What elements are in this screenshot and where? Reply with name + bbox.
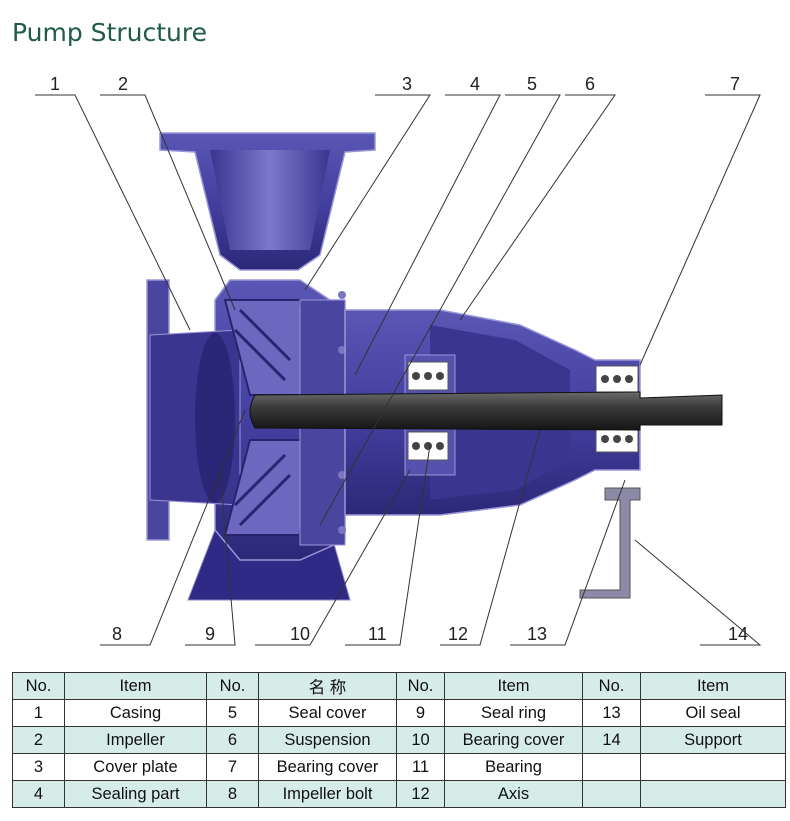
header-cell: No. bbox=[582, 672, 641, 700]
table-cell: 2 bbox=[12, 726, 65, 754]
table-cell: Casing bbox=[64, 699, 207, 727]
table-cell: 8 bbox=[206, 780, 259, 808]
callout-14: 14 bbox=[728, 624, 748, 644]
table-cell: Impeller bbox=[64, 726, 207, 754]
header-cell: Item bbox=[64, 672, 207, 700]
table-cell: Cover plate bbox=[64, 753, 207, 781]
table-cell: 9 bbox=[396, 699, 445, 727]
table-cell: 5 bbox=[206, 699, 259, 727]
header-cell: 名 称 bbox=[258, 672, 397, 700]
callout-9: 9 bbox=[205, 624, 215, 644]
table-cell: Bearing bbox=[444, 753, 583, 781]
parts-table: No. Item No. 名 称 No. Item No. Item 1 Cas… bbox=[12, 672, 786, 808]
table-cell: Oil seal bbox=[640, 699, 786, 727]
table-cell: Bearing cover bbox=[444, 726, 583, 754]
table-cell: 14 bbox=[582, 726, 641, 754]
table-header-row: No. Item No. 名 称 No. Item No. Item bbox=[12, 672, 786, 700]
table-row: 4 Sealing part 8 Impeller bolt 12 Axis bbox=[12, 780, 786, 808]
table-cell: 10 bbox=[396, 726, 445, 754]
table-cell: Bearing cover bbox=[258, 753, 397, 781]
table-cell: Seal cover bbox=[258, 699, 397, 727]
callout-10: 10 bbox=[290, 624, 310, 644]
callout-3: 3 bbox=[402, 74, 412, 94]
header-cell: No. bbox=[396, 672, 445, 700]
table-cell: 3 bbox=[12, 753, 65, 781]
table-cell: Sealing part bbox=[64, 780, 207, 808]
table-cell bbox=[640, 780, 786, 808]
callout-11: 11 bbox=[368, 624, 387, 644]
page-title: Pump Structure bbox=[12, 18, 207, 47]
callout-4: 4 bbox=[470, 74, 480, 94]
callout-13: 13 bbox=[527, 624, 547, 644]
callout-5: 5 bbox=[527, 74, 537, 94]
support-bracket bbox=[579, 487, 641, 599]
callout-1: 1 bbox=[50, 74, 60, 94]
table-cell: Support bbox=[640, 726, 786, 754]
table-row: 2 Impeller 6 Suspension 10 Bearing cover… bbox=[12, 726, 786, 754]
table-cell bbox=[582, 780, 641, 808]
table-cell bbox=[640, 753, 786, 781]
table-cell: Impeller bolt bbox=[258, 780, 397, 808]
callout-2: 2 bbox=[118, 74, 128, 94]
table-cell: 12 bbox=[396, 780, 445, 808]
table-cell: Suspension bbox=[258, 726, 397, 754]
table-cell: 4 bbox=[12, 780, 65, 808]
shaft bbox=[249, 391, 723, 431]
table-cell: 6 bbox=[206, 726, 259, 754]
header-cell: Item bbox=[640, 672, 786, 700]
callout-6: 6 bbox=[585, 74, 595, 94]
callout-7: 7 bbox=[730, 74, 740, 94]
header-cell: No. bbox=[206, 672, 259, 700]
header-cell: No. bbox=[12, 672, 65, 700]
callout-8: 8 bbox=[112, 624, 122, 644]
table-row: 1 Casing 5 Seal cover 9 Seal ring 13 Oil… bbox=[12, 699, 786, 727]
table-cell: 1 bbox=[12, 699, 65, 727]
table-cell: 11 bbox=[396, 753, 445, 781]
table-cell bbox=[582, 753, 641, 781]
table-cell: 13 bbox=[582, 699, 641, 727]
pump-cross-section-diagram: 1 2 3 4 5 6 7 8 9 10 11 12 13 14 bbox=[35, 74, 762, 646]
leader-lines bbox=[35, 94, 762, 646]
table-cell: 7 bbox=[206, 753, 259, 781]
table-cell: Axis bbox=[444, 780, 583, 808]
header-cell: Item bbox=[444, 672, 583, 700]
table-cell: Seal ring bbox=[444, 699, 583, 727]
table-row: 3 Cover plate 7 Bearing cover 11 Bearing bbox=[12, 753, 786, 781]
callout-12: 12 bbox=[448, 624, 468, 644]
